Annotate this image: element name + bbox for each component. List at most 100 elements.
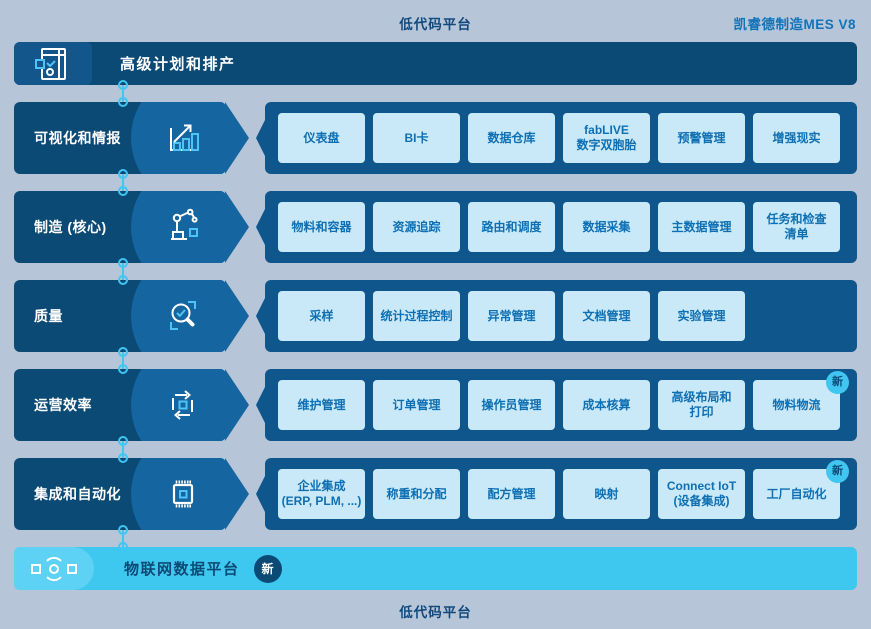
rows: 可视化和情报 仪表盘 BI卡 数据仓库 fabLIVE 数字双胞胎预警管理增强现实 制… [0,80,871,530]
module-label: 操作员管理 [481,397,542,412]
module-card: 实验管理 [658,291,745,341]
cycle-icon [161,383,205,427]
connector-ring-icon [118,275,128,285]
module-label: 文档管理 [582,308,631,323]
advanced-planning-banner: 高级计划和排产 [14,42,857,85]
module-label: 物料物流 [772,397,821,412]
new-badge: 新 [826,371,849,394]
robot-arm-icon [161,205,205,249]
row-label: 质量 [34,308,63,324]
row-header: 运营效率 [14,369,226,441]
bar-chart-icon [161,116,205,160]
module-label: 订单管理 [392,397,441,412]
module-label: 仪表盘 [303,130,340,145]
module-card: 维护管理 [278,380,365,430]
module-label: 工厂自动化 [766,486,827,501]
module-label: fabLIVE 数字双胞胎 [576,123,637,152]
link-connector [118,80,128,107]
module-card: 预警管理 [658,113,745,163]
row-label: 集成和自动化 [34,486,121,502]
module-label: 数据仓库 [487,130,536,145]
module-label: 企业集成 (ERP, PLM, ...) [281,479,362,508]
row-header: 可视化和情报 [14,102,226,174]
row-header: 集成和自动化 [14,458,226,530]
bottom-banner-label: 物联网数据平台 [124,561,240,578]
capability-row: 可视化和情报 仪表盘 BI卡 数据仓库 fabLIVE 数字双胞胎预警管理增强现实 [14,102,857,174]
module-card: 任务和检查 清单 [753,202,840,252]
arrow-tip-shape [225,102,249,174]
header-bulge-shape [131,280,226,352]
module-label: BI卡 [404,130,429,145]
header-bulge-shape [131,191,226,263]
module-label: 配方管理 [487,486,536,501]
connector-line [121,530,125,547]
connector-line [121,441,125,458]
module-card: 采样 [278,291,365,341]
new-badge: 新 [826,460,849,483]
row-modules-panel: 采样 统计过程控制 异常管理 文档管理 实验管理 [265,280,857,352]
module-label: 物料和容器 [291,219,352,234]
module-card: 仪表盘 [278,113,365,163]
connector-line [121,174,125,191]
planning-board-icon [14,42,92,85]
module-label: 主数据管理 [671,219,732,234]
link-connector [118,258,128,285]
connector-line [121,263,125,280]
link-connector [118,169,128,196]
link-connector [118,436,128,463]
row-spacer [0,525,871,552]
chip-icon [161,472,205,516]
top-titlebar: 低代码平台 凯睿德制造MES V8 [0,0,871,42]
arrow-tip-shape [225,280,249,352]
arrow-tip-shape [225,458,249,530]
row-label: 可视化和情报 [34,130,121,146]
module-card: 成本核算 [563,380,650,430]
module-label: 统计过程控制 [380,308,453,323]
brand-title: 凯睿德制造MES V8 [733,17,856,32]
top-center-title: 低代码平台 [399,17,472,32]
iot-signal-icon [14,547,94,590]
module-card: fabLIVE 数字双胞胎 [563,113,650,163]
connector-ring-icon [118,453,128,463]
module-label: 异常管理 [487,308,536,323]
module-card: 称重和分配 [373,469,460,519]
capability-row: 质量 采样 统计过程控制 异常管理 文档管理 实验管理 [14,280,857,352]
module-label: 映射 [594,486,619,501]
module-label: 任务和检查 清单 [766,212,827,241]
row-header: 制造 (核心) [14,191,226,263]
row-label: 制造 (核心) [34,219,107,235]
module-label: 路由和调度 [481,219,542,234]
connector-line [121,85,125,102]
row-header: 质量 [14,280,226,352]
row-spacer [0,347,871,374]
module-card: 工厂自动化 新 [753,460,849,519]
row-modules-panel: 物料和容器 资源追踪 路由和调度 数据采集 主数据管理 任务和检查 清单 [265,191,857,263]
module-label: 高级布局和 打印 [671,390,732,419]
module-label: 资源追踪 [392,219,441,234]
connector-ring-icon [118,542,128,552]
row-label: 运营效率 [34,397,92,413]
link-connector [118,525,128,552]
module-label: 采样 [309,308,334,323]
module-label: 数据采集 [582,219,631,234]
module-card: 增强现实 [753,113,840,163]
module-card: 操作员管理 [468,380,555,430]
module-label: 成本核算 [582,397,631,412]
magnifier-check-icon [161,294,205,338]
module-card: 路由和调度 [468,202,555,252]
module-label: Connect IoT (设备集成) [666,479,737,508]
bottom-titlebar: 低代码平台 [0,590,871,629]
module-card: 映射 [563,469,650,519]
link-connector [118,347,128,374]
connector-ring-icon [118,364,128,374]
module-card: BI卡 [373,113,460,163]
row-modules-panel: 企业集成 (ERP, PLM, ...) 称重和分配 配方管理 映射 Connect I… [265,458,857,530]
row-spacer [0,169,871,196]
module-card: 数据采集 [563,202,650,252]
module-card: 主数据管理 [658,202,745,252]
row-spacer [0,436,871,463]
module-card: 资源追踪 [373,202,460,252]
connector-ring-icon [118,186,128,196]
row-spacer [0,80,871,107]
